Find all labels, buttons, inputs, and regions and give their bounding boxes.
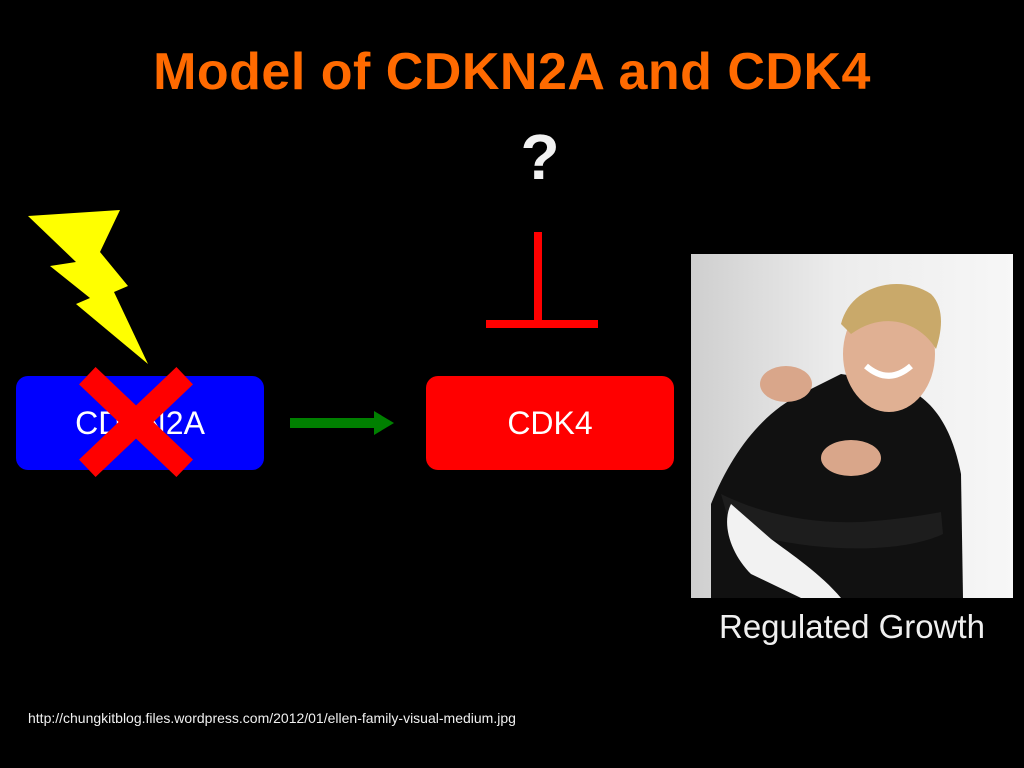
source-url: http://chungkitblog.files.wordpress.com/…: [28, 710, 516, 726]
cdk4-label: CDK4: [507, 404, 593, 441]
slide-title: Model of CDKN2A and CDK4: [153, 43, 871, 101]
lightning-bolt-icon: [28, 210, 148, 364]
red-x-cross-icon: [79, 367, 193, 477]
question-mark: ?: [520, 121, 560, 193]
person-photo: [691, 254, 1013, 598]
inhibition-bar: [486, 320, 598, 328]
inhibition-line-stem: [534, 232, 542, 324]
activation-arrow-head: [374, 411, 394, 435]
activation-arrow-shaft: [290, 418, 376, 428]
cdk4-box: CDK4: [426, 376, 674, 470]
photo-caption: Regulated Growth: [719, 608, 985, 645]
person-illustration: [711, 284, 963, 598]
